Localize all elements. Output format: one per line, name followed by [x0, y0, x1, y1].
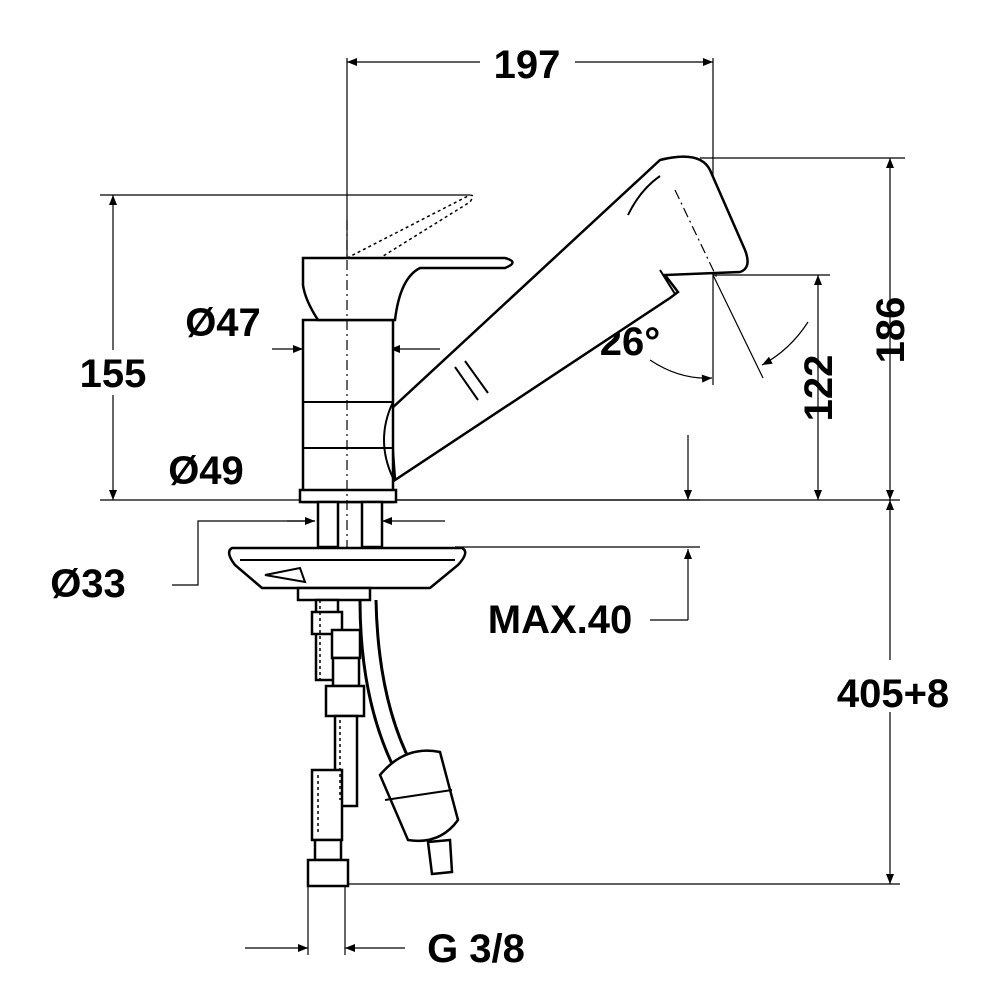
- label-155: 155: [80, 352, 147, 396]
- dimension-height-155: 155: [80, 194, 470, 500]
- dimension-diameter-47: Ø47: [185, 301, 440, 353]
- dimension-hose-405: 405+8: [345, 500, 949, 885]
- dimension-width-197: 197: [346, 43, 714, 385]
- dimension-thread-g38: G 3/8: [245, 884, 525, 971]
- label-thread-g38: G 3/8: [427, 927, 525, 971]
- dimension-max-40: MAX.40: [395, 435, 700, 642]
- dimension-diameter-33: Ø33: [50, 517, 445, 606]
- label-186: 186: [869, 297, 913, 364]
- faucet-body: [100, 155, 900, 888]
- label-diameter-33: Ø33: [50, 562, 126, 606]
- label-405-plus-8: 405+8: [837, 672, 949, 716]
- label-max-40: MAX.40: [488, 598, 633, 642]
- label-diameter-47: Ø47: [185, 301, 261, 345]
- label-197: 197: [494, 43, 561, 87]
- dimension-height-122: 122: [713, 274, 841, 500]
- label-diameter-49: Ø49: [168, 449, 244, 493]
- label-122: 122: [797, 355, 841, 422]
- dimension-height-186: 186: [700, 157, 913, 500]
